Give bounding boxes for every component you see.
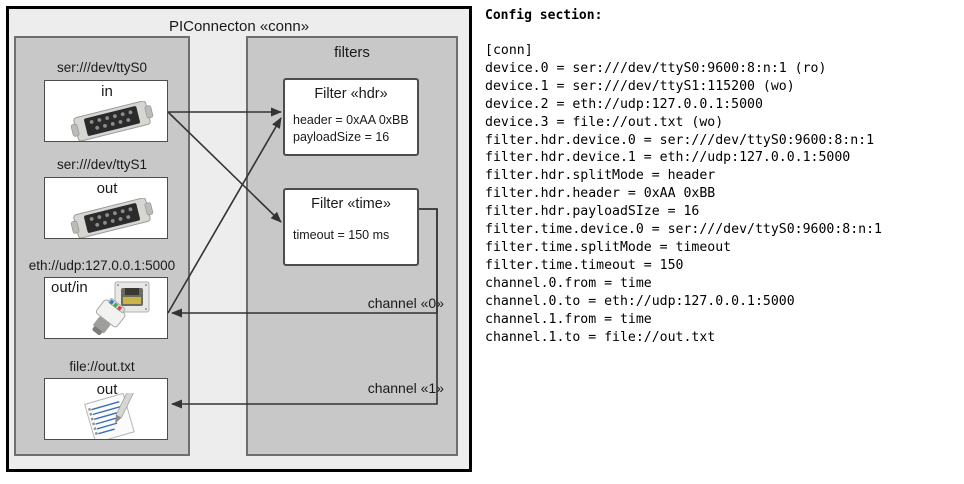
config-line: device.0 = ser:///dev/ttyS0:9600:8:n:1 (…	[485, 60, 827, 76]
network-plug-icon	[92, 281, 150, 336]
config-line: filter.hdr.header = 0xAA 0xBB	[485, 186, 716, 202]
device-box-eth[interactable]: out/in	[44, 277, 168, 339]
serial-port-icon	[70, 101, 154, 141]
config-line: device.1 = ser:///dev/ttyS1:115200 (wo)	[485, 78, 795, 94]
device-label-file: file://out.txt	[69, 359, 135, 374]
filter-title-time: Filter «time»	[311, 196, 391, 212]
channel-label-0: channel «0»	[367, 295, 444, 311]
channel-label-1: channel «1»	[367, 380, 444, 396]
config-text: [conn] device.0 = ser:///dev/ttyS0:9600:8…	[485, 42, 882, 346]
device-direction-ttyS0: in	[101, 83, 113, 100]
config-line: channel.1.from = time	[485, 311, 652, 327]
config-line: filter.hdr.device.1 = eth://udp:127.0.0.…	[485, 150, 851, 166]
device-box-ttyS1[interactable]: out	[44, 177, 168, 239]
config-line: filter.hdr.device.0 = ser:///dev/ttyS0:9…	[485, 132, 875, 148]
filter-title-hdr: Filter «hdr»	[314, 86, 388, 102]
config-line: device.3 = file://out.txt (wo)	[485, 114, 724, 130]
config-line: device.2 = eth://udp:127.0.0.1:5000	[485, 96, 763, 112]
text-file-icon	[84, 393, 136, 439]
device-box-file[interactable]: out	[44, 378, 168, 440]
filter-attr-hdr-header: header = 0xAA 0xBB	[293, 113, 409, 127]
device-direction-ttyS1: out	[96, 180, 118, 197]
device-label-ttyS1: ser:///dev/ttyS1	[56, 157, 148, 172]
config-line: filter.time.timeout = 150	[485, 257, 684, 273]
config-line: filter.time.device.0 = ser:///dev/ttyS0:…	[485, 222, 882, 238]
config-line: [conn]	[485, 43, 533, 58]
filter-box-time[interactable]: Filter «time» timeout = 150 ms	[283, 188, 419, 266]
config-line: filter.time.splitMode = timeout	[485, 239, 732, 255]
config-line: channel.0.to = eth://udp:127.0.0.1:5000	[485, 293, 795, 309]
config-line: channel.0.from = time	[485, 275, 652, 291]
config-heading: Config section:	[485, 8, 603, 23]
device-direction-eth: out/in	[51, 279, 88, 296]
config-panel: Config section: [conn] device.0 = ser:///…	[482, 0, 964, 484]
filter-box-hdr[interactable]: Filter «hdr» header = 0xAA 0xBB payloadS…	[283, 78, 419, 156]
filters-group-title: filters	[334, 44, 370, 61]
filter-attr-hdr-payloadsize: payloadSize = 16	[293, 130, 390, 144]
serial-port-icon	[70, 198, 154, 238]
config-line: filter.hdr.splitMode = header	[485, 168, 716, 184]
page-title: PIConnecton «conn»	[168, 18, 310, 35]
device-label-ttyS0: ser:///dev/ttyS0	[56, 60, 148, 75]
device-box-ttyS0[interactable]: in	[44, 80, 168, 142]
filter-attr-time-timeout: timeout = 150 ms	[293, 228, 390, 242]
config-line: channel.1.to = file://out.txt	[485, 329, 716, 345]
device-direction-file: out	[96, 381, 118, 398]
device-label-eth: eth://udp:127.0.0.1:5000	[28, 258, 176, 273]
config-line: filter.hdr.payloadSIze = 16	[485, 204, 700, 220]
